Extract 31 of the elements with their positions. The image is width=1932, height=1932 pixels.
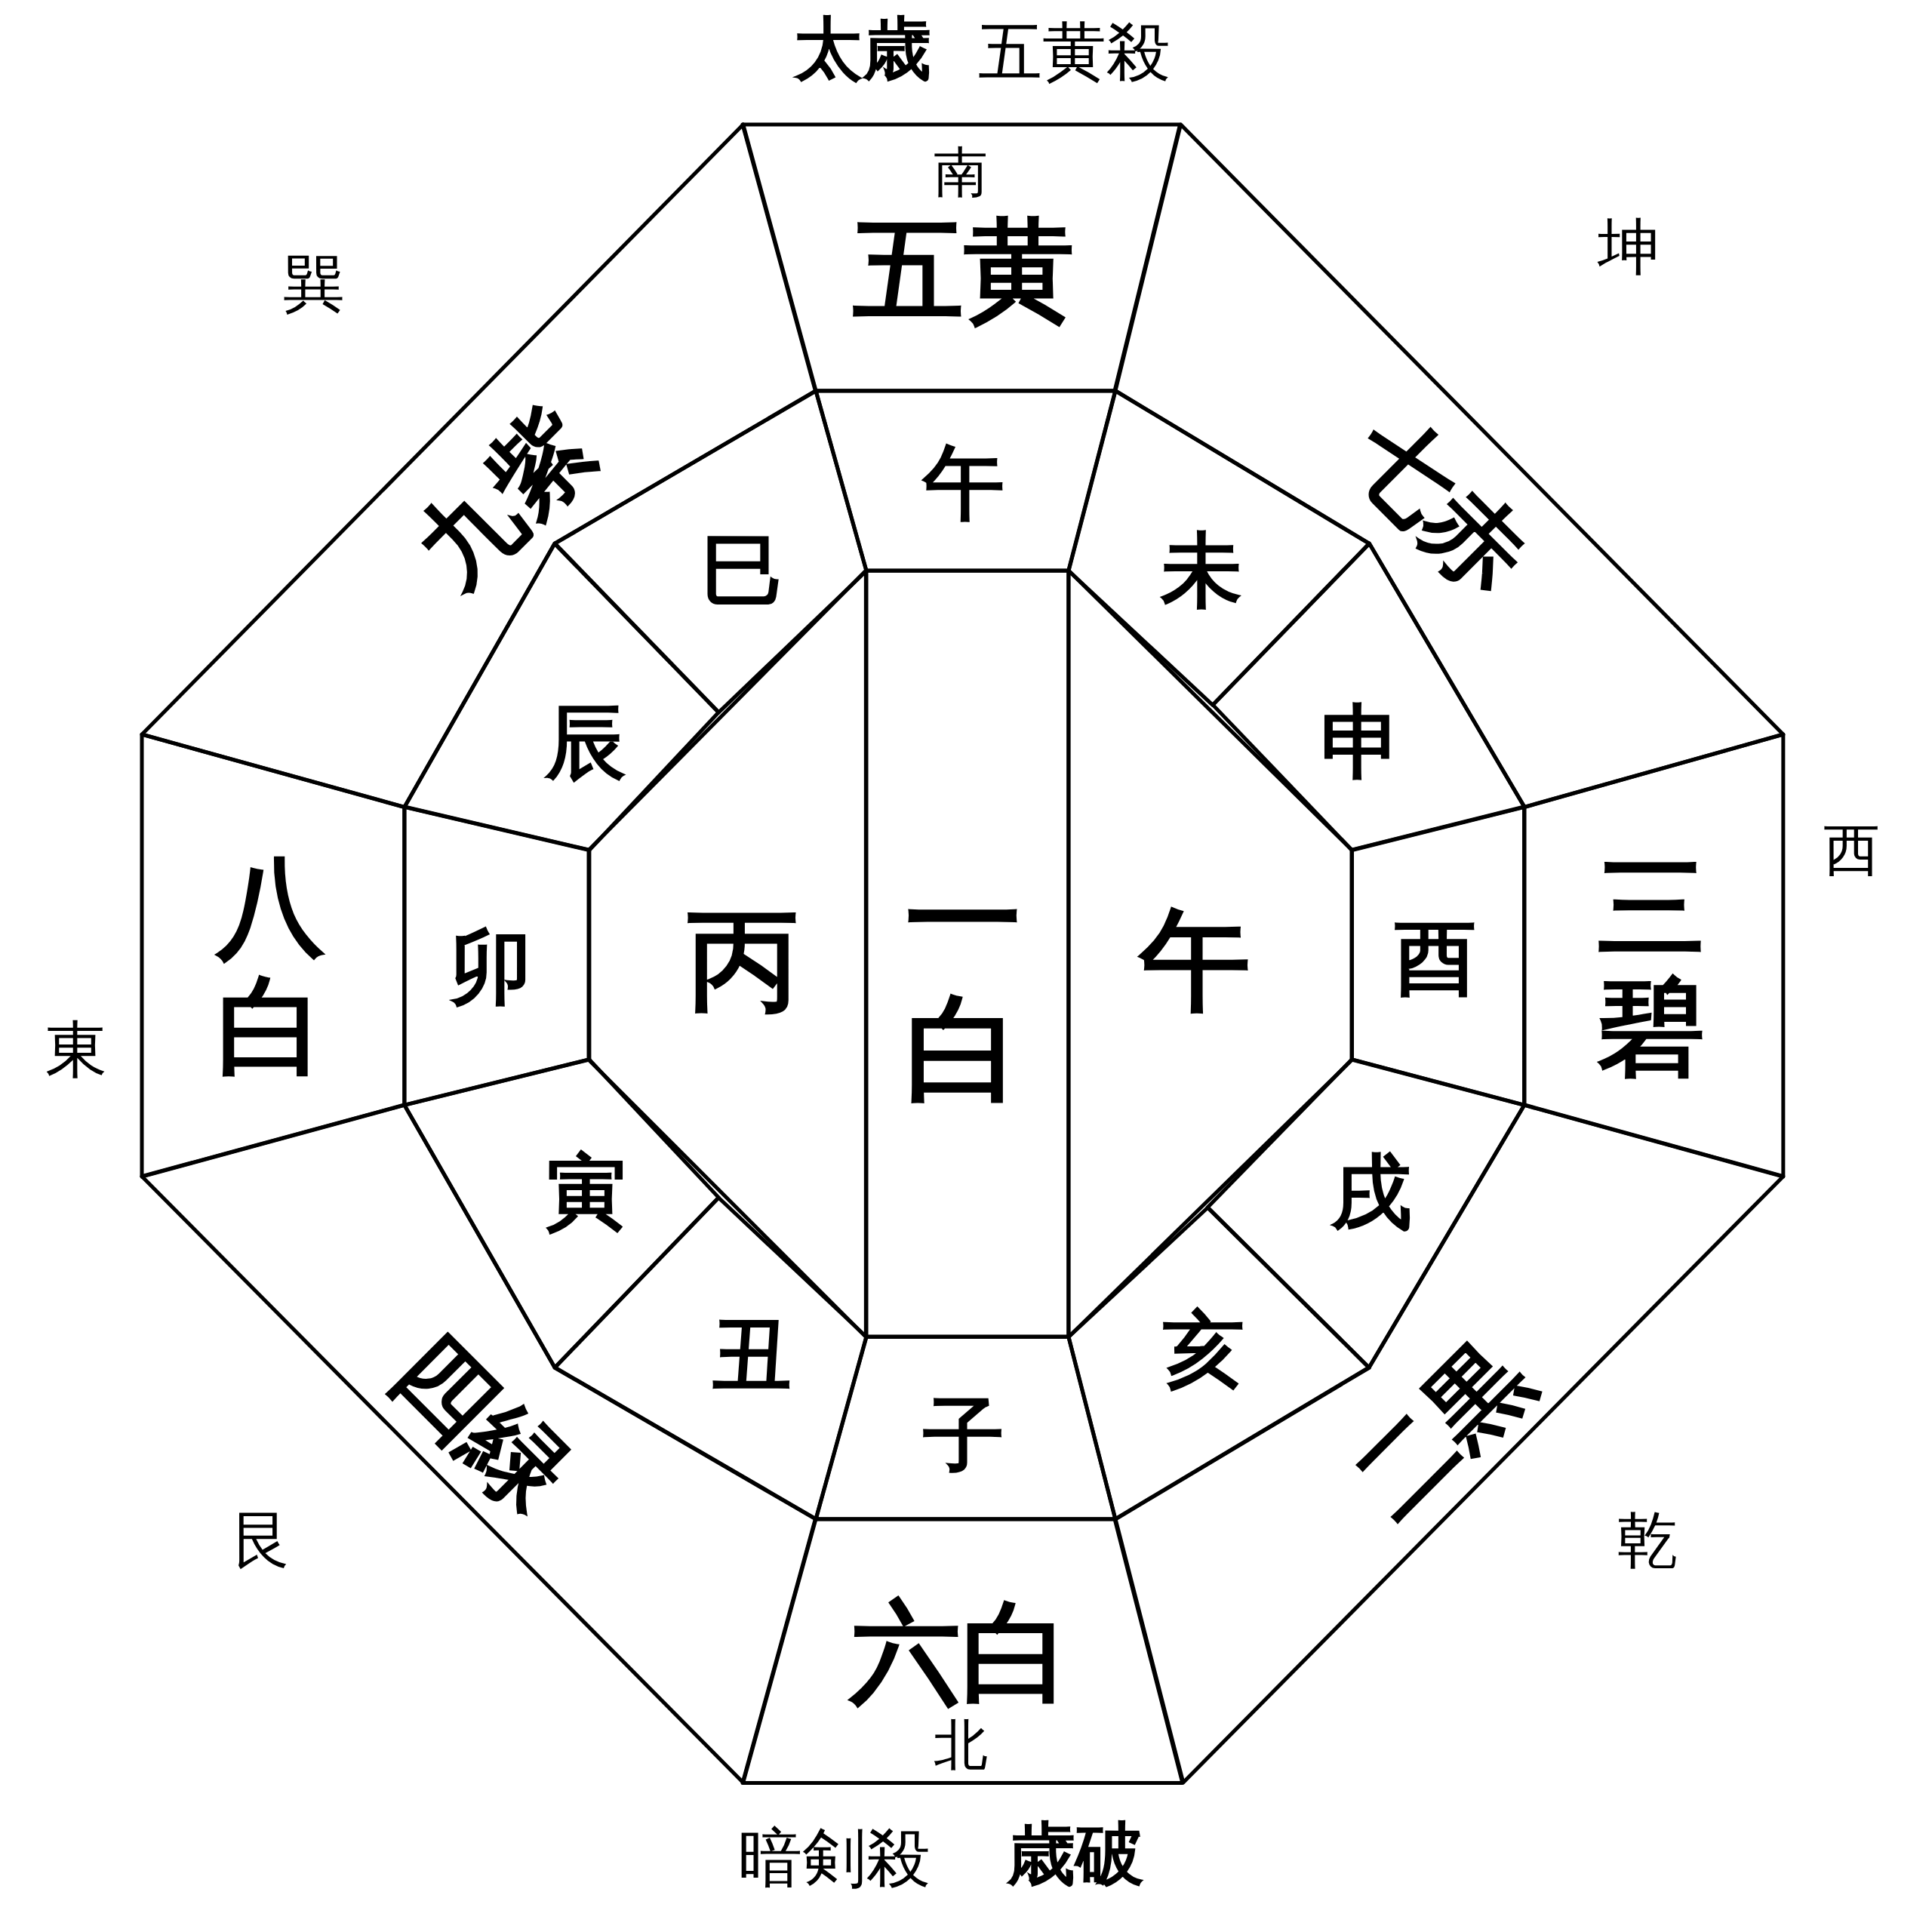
sector-label: 辰 xyxy=(544,702,626,784)
sector-label: 申 xyxy=(1321,702,1403,784)
sector-label: 南 xyxy=(934,145,989,200)
direction-label: 巽 xyxy=(283,252,346,315)
sector-label: 巳 xyxy=(702,530,784,611)
vertical-sector-label: 一白 xyxy=(905,857,1023,1115)
vertical-sector-label: 三碧 xyxy=(1596,848,1706,1087)
sector-label: 卯 xyxy=(449,926,531,1008)
sector-label: 未 xyxy=(1160,530,1242,611)
direction-label: 西 xyxy=(1823,821,1881,879)
sector-label: 五黄 xyxy=(852,215,1075,327)
direction-label: 五黄殺 xyxy=(978,20,1171,84)
sector-label: 丑 xyxy=(710,1315,792,1396)
sector-label: 丙 xyxy=(688,906,798,1017)
sector-label: 四緑 xyxy=(375,1318,586,1528)
direction-label: 暗剣殺 xyxy=(737,1826,931,1890)
sector-label: 九紫 xyxy=(400,394,611,604)
sector-label: 七赤 xyxy=(1334,400,1544,611)
sector-label: 酉 xyxy=(1395,918,1477,1000)
direction-label: 太歳 xyxy=(793,14,931,84)
direction-label: 坤 xyxy=(1598,215,1660,278)
direction-label: 歳破 xyxy=(1007,1820,1145,1889)
direction-label: 乾 xyxy=(1616,1509,1678,1571)
sector-label: 戌 xyxy=(1331,1152,1413,1234)
sector-label: 北 xyxy=(934,1718,989,1774)
sector-label: 午 xyxy=(922,442,1004,524)
direction-label: 艮 xyxy=(231,1509,294,1571)
sector-label: 亥 xyxy=(1163,1308,1245,1390)
sector-label: 子 xyxy=(922,1395,1004,1476)
sector-label: 二黒 xyxy=(1337,1324,1546,1534)
direction-label: 東 xyxy=(45,1019,108,1081)
